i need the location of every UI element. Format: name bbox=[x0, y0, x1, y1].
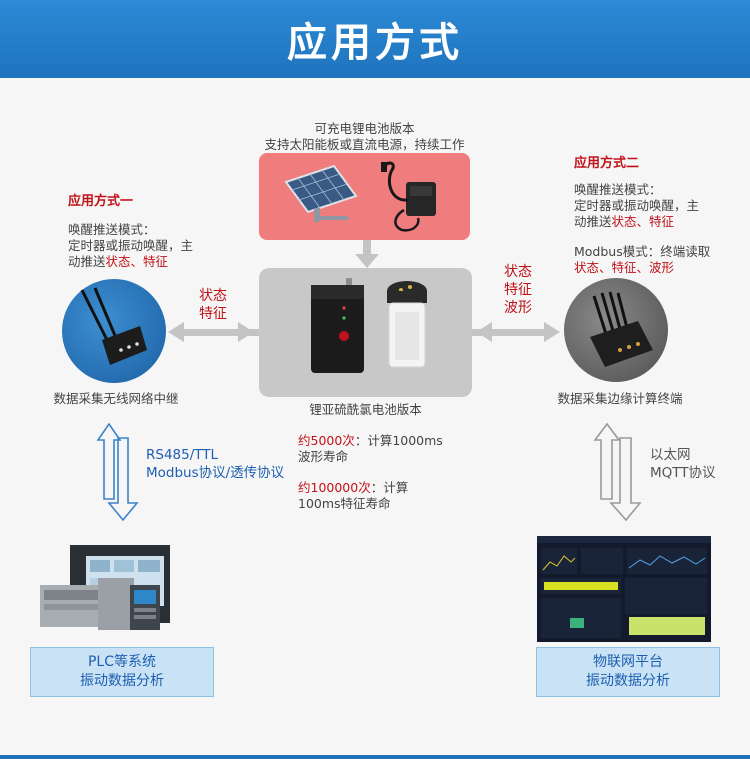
life-line-3: 约100000次：计算 bbox=[298, 480, 468, 496]
life-line-1-text: ：计算1000ms bbox=[354, 433, 443, 448]
right-arrow-label-line-3: 波形 bbox=[504, 300, 532, 316]
life-line-1-highlight: 约5000次 bbox=[298, 433, 355, 448]
mode2-line-3-highlight: 状态、特征 bbox=[611, 214, 675, 229]
mode1-title: 应用方式一 bbox=[68, 194, 134, 209]
footer-bar bbox=[0, 755, 750, 759]
plc-box-line-1: PLC等系统 bbox=[87, 654, 157, 670]
plc-system-box: PLC等系统 振动数据分析 bbox=[30, 647, 214, 697]
life-line-2: 波形寿命 bbox=[298, 449, 349, 464]
main-device-label: 锂亚硫酰氯电池版本 bbox=[309, 402, 422, 417]
mode1-line-3-text: 动推送 bbox=[68, 254, 106, 269]
mode2-title: 应用方式二 bbox=[574, 156, 640, 171]
power-down-arrow bbox=[355, 240, 379, 268]
mode2-line-3: 动推送状态、特征 bbox=[574, 214, 734, 230]
right-arrow-label-line-1: 状态 bbox=[504, 264, 532, 280]
life-line-4: 100ms特征寿命 bbox=[298, 496, 391, 511]
left-arrow-label: 状态 特征 bbox=[193, 287, 233, 323]
mode1-line-3: 动推送状态、特征 bbox=[68, 254, 218, 270]
iot-dashboard-illustration bbox=[537, 536, 711, 642]
mode1-line-2: 定时器或振动唤醒，主 bbox=[68, 238, 194, 253]
left-link-label-line-1: RS485/TTL bbox=[146, 447, 219, 463]
header-bar: 应用方式 bbox=[0, 0, 750, 78]
right-vertical-arrows bbox=[593, 422, 642, 522]
gateway-label: 数据采集无线网络中继 bbox=[53, 391, 179, 406]
left-link-label-line-2: Modbus协议/透传协议 bbox=[146, 465, 285, 481]
mode2-line-5: 状态、特征、波形 bbox=[574, 260, 675, 275]
edge-terminal-label: 数据采集边缘计算终端 bbox=[557, 391, 683, 406]
left-vertical-arrows bbox=[96, 422, 139, 522]
edge-terminal-device bbox=[590, 291, 653, 367]
right-link-label: 以太网 MQTT协议 bbox=[650, 446, 740, 482]
black-sensor-device bbox=[311, 278, 364, 373]
right-link-label-line-2: MQTT协议 bbox=[650, 465, 716, 481]
right-horizontal-arrow bbox=[472, 322, 560, 342]
mode1-line-1: 唤醒推送模式： bbox=[68, 222, 156, 237]
iot-platform-box: 物联网平台 振动数据分析 bbox=[536, 647, 720, 697]
life-line-1: 约5000次：计算1000ms bbox=[298, 433, 468, 449]
mode2-line-3-text: 动推送 bbox=[574, 214, 612, 229]
iot-box-line-2: 振动数据分析 bbox=[586, 673, 670, 689]
white-sensor-device bbox=[387, 281, 427, 368]
right-arrow-label-line-2: 特征 bbox=[504, 282, 532, 298]
right-link-label-line-1: 以太网 bbox=[650, 447, 691, 463]
life-line-3-text: ：计算 bbox=[370, 480, 409, 495]
left-link-label: RS485/TTL Modbus协议/透传协议 bbox=[146, 446, 316, 482]
mode2-line-1: 唤醒推送模式： bbox=[574, 182, 662, 197]
power-subtitle: 支持太阳能板或直流电源，持续工作 bbox=[264, 137, 465, 152]
left-arrow-label-line-1: 状态 bbox=[199, 288, 227, 304]
life-line-3-highlight: 约100000次 bbox=[298, 480, 371, 495]
solar-panel-device bbox=[284, 164, 358, 222]
dc-adapter-device bbox=[381, 161, 436, 232]
plc-hardware-illustration bbox=[40, 545, 170, 630]
sensor-panel bbox=[259, 268, 472, 397]
mode1-line-3-highlight: 状态、特征 bbox=[105, 254, 169, 269]
wireless-gateway-device bbox=[80, 287, 147, 365]
plc-box-line-2: 振动数据分析 bbox=[80, 673, 164, 689]
left-arrow-label-line-2: 特征 bbox=[199, 306, 227, 322]
left-horizontal-arrow bbox=[168, 322, 259, 342]
mode2-line-4: Modbus模式：终端读取 bbox=[574, 244, 711, 259]
iot-box-line-1: 物联网平台 bbox=[593, 654, 663, 670]
page-title: 应用方式 bbox=[287, 20, 463, 66]
mode2-line-2: 定时器或振动唤醒，主 bbox=[574, 198, 700, 213]
right-arrow-label: 状态 特征 波形 bbox=[498, 263, 538, 317]
power-title: 可充电锂电池版本 bbox=[314, 121, 415, 136]
